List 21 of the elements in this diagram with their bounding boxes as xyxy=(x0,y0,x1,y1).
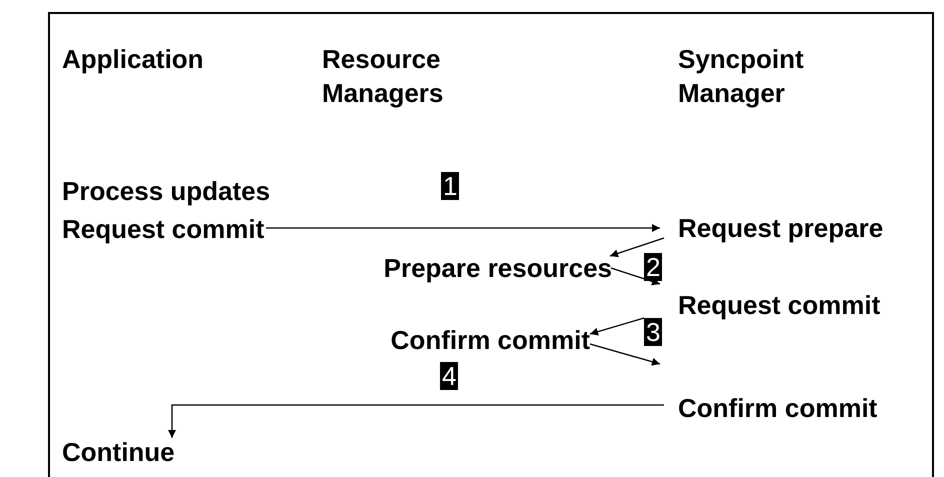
step-text: Request prepare xyxy=(678,213,884,243)
step-text: Request commit xyxy=(678,290,880,320)
arrow xyxy=(266,224,660,232)
arrow xyxy=(610,267,660,286)
step-text: Request commit xyxy=(62,213,266,246)
step-text: Prepare resources xyxy=(384,253,612,283)
step-text: Confirm commit xyxy=(390,325,590,355)
column-heading: Resource Managers xyxy=(322,43,444,110)
step-text: Process updates xyxy=(62,175,270,208)
callout-number: 2 xyxy=(644,253,662,281)
callout-number: 4 xyxy=(440,362,458,390)
callout-number: 1 xyxy=(441,172,460,200)
column-heading: Syncpoint Manager xyxy=(678,43,805,110)
step-text: Continue xyxy=(62,437,175,467)
arrow xyxy=(168,404,664,438)
step-text: Confirm commit xyxy=(678,393,878,423)
column-heading: Application xyxy=(62,43,205,76)
arrow xyxy=(590,317,644,336)
callout-number: 3 xyxy=(644,318,662,346)
arrow xyxy=(590,343,660,366)
arrow xyxy=(610,237,664,258)
